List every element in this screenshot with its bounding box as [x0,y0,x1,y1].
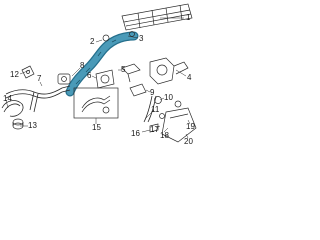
part-radiator [121,3,193,31]
callout-17: 17 [150,125,159,134]
part-pump-6 [95,69,115,89]
callout-9: 9 [150,88,155,97]
parts-diagram [1,3,197,143]
part-hose-highlighted [65,31,139,97]
callout-12: 12 [10,70,19,79]
part-fittings-9-10 [129,83,162,104]
callout-16: 16 [131,129,140,138]
callout-5: 5 [121,65,126,74]
callout-1: 1 [186,13,191,22]
part-pipe-7 [5,85,71,113]
leader-lines [5,17,191,139]
callout-18: 18 [160,131,169,140]
part-hose-11 [143,95,157,123]
callout-3: 3 [139,34,144,43]
part-clip-3 [102,31,135,42]
part-bracket-5 [121,63,141,83]
callout-11: 11 [151,105,160,114]
part-housing-4 [149,57,189,85]
callout-2: 2 [90,37,95,46]
callout-13: 13 [28,121,37,130]
callout-7: 7 [37,74,42,83]
part-valve-8 [57,73,71,85]
part-grommet-13 [12,118,24,130]
callout-6: 6 [87,71,92,80]
callout-10: 10 [164,93,173,102]
part-bracket-12 [21,65,35,79]
callout-19: 19 [186,122,195,131]
callout-14: 14 [3,94,12,103]
callout-8: 8 [80,61,85,70]
callout-15: 15 [92,123,101,132]
callout-20: 20 [184,137,193,146]
callout-4: 4 [187,73,192,82]
part-box-15 [73,87,119,119]
